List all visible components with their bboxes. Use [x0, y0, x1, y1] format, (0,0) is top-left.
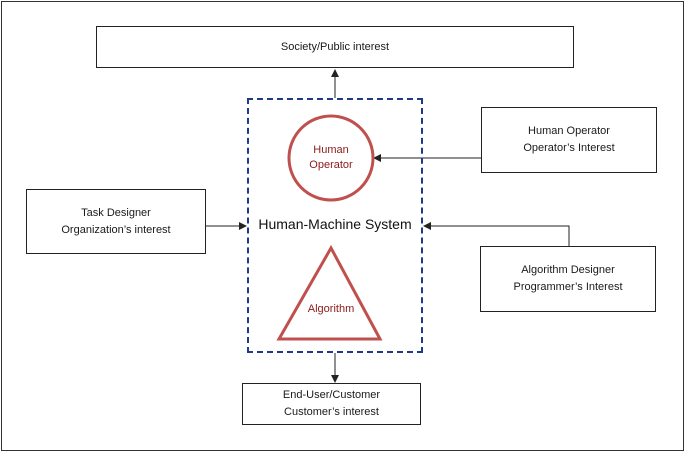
- end-user-title: End-User/Customer: [282, 389, 381, 401]
- human-operator-interest: Operator’s Interest: [523, 142, 615, 154]
- system-label: Human-Machine System: [258, 216, 412, 232]
- task-designer-interest: Organization’s interest: [61, 223, 171, 236]
- human-operator-box: Human Operator Operator’s Interest: [481, 107, 657, 173]
- end-user-box: End-User/Customer Customer’s interest: [242, 383, 421, 425]
- society-box: Society/Public interest: [96, 26, 574, 68]
- end-user-interest: Customer’s interest: [284, 406, 379, 418]
- algorithm-designer-interest: Programmer’s Interest: [513, 281, 623, 293]
- algorithm-triangle: [276, 244, 383, 341]
- operator-circle-line2: Operator: [309, 159, 353, 171]
- human-machine-system-box: [247, 98, 423, 353]
- human-operator-title: Human Operator: [528, 125, 610, 137]
- human-operator-circle: [287, 114, 375, 202]
- human-operator-circle-label: Human Operator: [291, 143, 371, 173]
- society-label: Society/Public interest: [280, 40, 390, 53]
- algorithm-designer-box: Algorithm Designer Programmer’s Interest: [480, 246, 656, 312]
- algorithm-designer-title: Algorithm Designer: [521, 264, 615, 276]
- task-designer-box: Task Designer Organization’s interest: [26, 189, 206, 254]
- task-designer-title: Task Designer: [81, 206, 151, 219]
- arrow-algorithm-designer-to-system: [423, 222, 570, 246]
- operator-circle-line1: Human: [313, 144, 349, 156]
- algorithm-label: Algorithm: [307, 303, 355, 315]
